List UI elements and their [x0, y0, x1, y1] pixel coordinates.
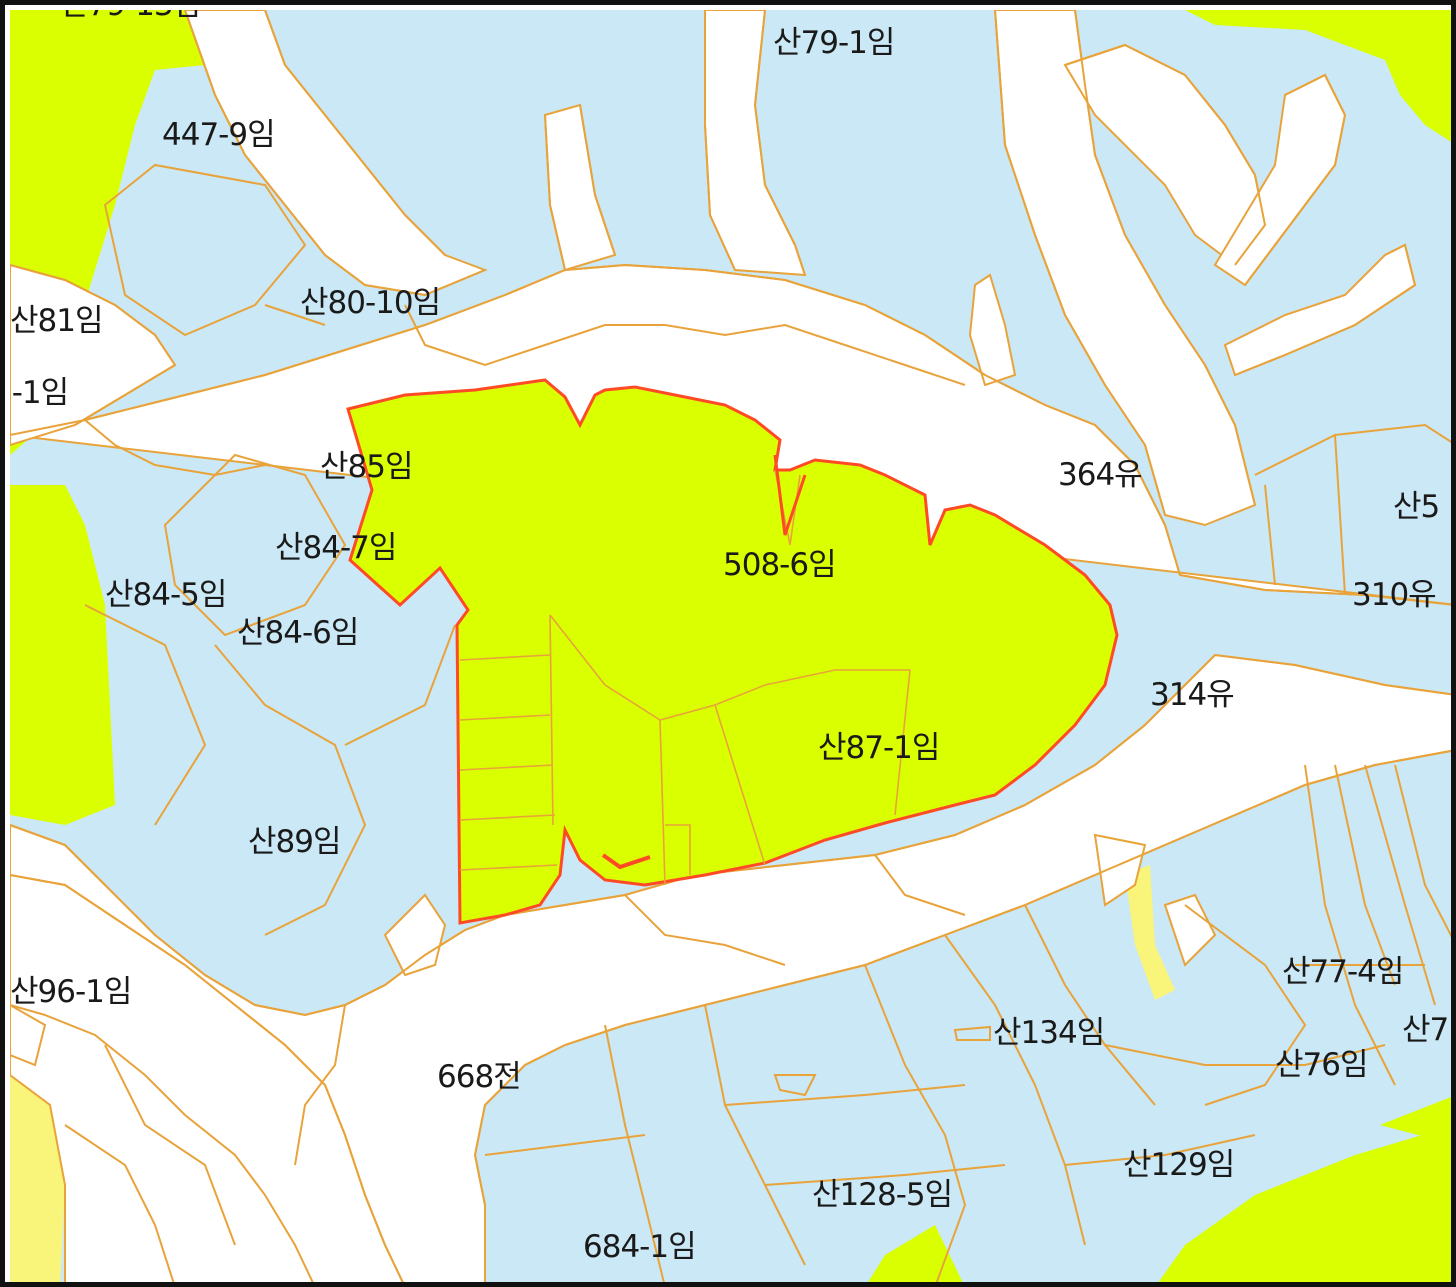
highlighted-parcel[interactable]: [346, 378, 1119, 925]
parcel-label[interactable]: 산79-1임: [773, 25, 895, 61]
parcel-label[interactable]: 2-1임: [5, 375, 69, 411]
parcel-boundaries: [10, 10, 1451, 1282]
parcel-label[interactable]: 산5: [1393, 489, 1440, 525]
parcel-label[interactable]: 산81임: [10, 303, 104, 339]
parcel-label[interactable]: 314유: [1150, 677, 1235, 713]
parcel-label[interactable]: 산134임: [993, 1015, 1105, 1051]
parcel-label[interactable]: 산129임: [1123, 1147, 1235, 1183]
parcel-label[interactable]: 산87-1임: [818, 730, 940, 766]
parcel-label[interactable]: 산85임: [320, 449, 414, 485]
parcel-label[interactable]: 508-6임: [723, 547, 837, 583]
parcel-label[interactable]: 산84-5임: [105, 577, 227, 613]
parcel-label[interactable]: 산7: [1402, 1012, 1449, 1048]
parcel-label[interactable]: 산128-5임: [812, 1177, 953, 1213]
map-canvas[interactable]: 산79-13임 산79-1임 447-9임 산80-10임 산81임 2-1임 …: [5, 5, 1456, 1287]
parcel-label[interactable]: 산79-13임: [60, 5, 201, 23]
parcel-label[interactable]: 산96-1임: [10, 974, 132, 1010]
parcel-label[interactable]: 684-1임: [583, 1229, 697, 1265]
parcel-labels: 산79-13임 산79-1임 447-9임 산80-10임 산81임 2-1임 …: [5, 5, 1449, 1265]
parcel-label[interactable]: 668전: [437, 1059, 522, 1095]
parcel-label[interactable]: 산76임: [1275, 1047, 1369, 1083]
parcel-label[interactable]: 산89임: [248, 824, 342, 860]
parcel-label[interactable]: 산80-10임: [300, 285, 441, 321]
parcel-label[interactable]: 364유: [1058, 457, 1143, 493]
parcel-label[interactable]: 447-9임: [162, 117, 276, 153]
parcel-label[interactable]: 산84-6임: [237, 615, 359, 651]
parcel-label[interactable]: 산84-7임: [275, 530, 397, 566]
parcel-label[interactable]: 산77-4임: [1282, 954, 1404, 990]
parcel-label[interactable]: 310유: [1352, 577, 1437, 613]
